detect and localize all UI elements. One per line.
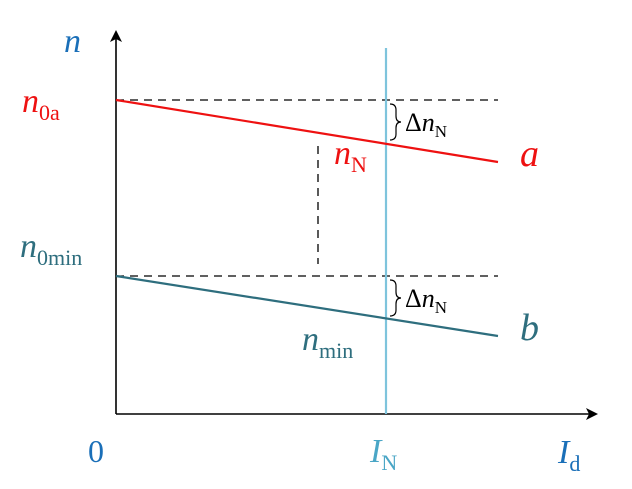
origin-label: 0 <box>88 433 104 469</box>
bottom-speed-drop-label: ΔnN <box>405 284 447 317</box>
top-drop-brace <box>389 103 402 141</box>
n0min-label: n0min <box>20 228 82 270</box>
x-axis-label: Id <box>557 434 580 476</box>
nN-label: nN <box>334 135 367 177</box>
nmin-label: nmin <box>302 321 353 363</box>
curve-b-label: b <box>520 307 539 349</box>
n0a-label: n0a <box>22 83 60 125</box>
y-axis-label: n <box>64 23 81 60</box>
bottom-drop-brace <box>389 279 402 317</box>
rated-current-label: IN <box>369 433 397 475</box>
curve-b <box>115 274 499 338</box>
curve-a-label: a <box>520 133 539 175</box>
curve-a <box>115 98 499 164</box>
top-speed-drop-label: ΔnN <box>405 108 447 141</box>
